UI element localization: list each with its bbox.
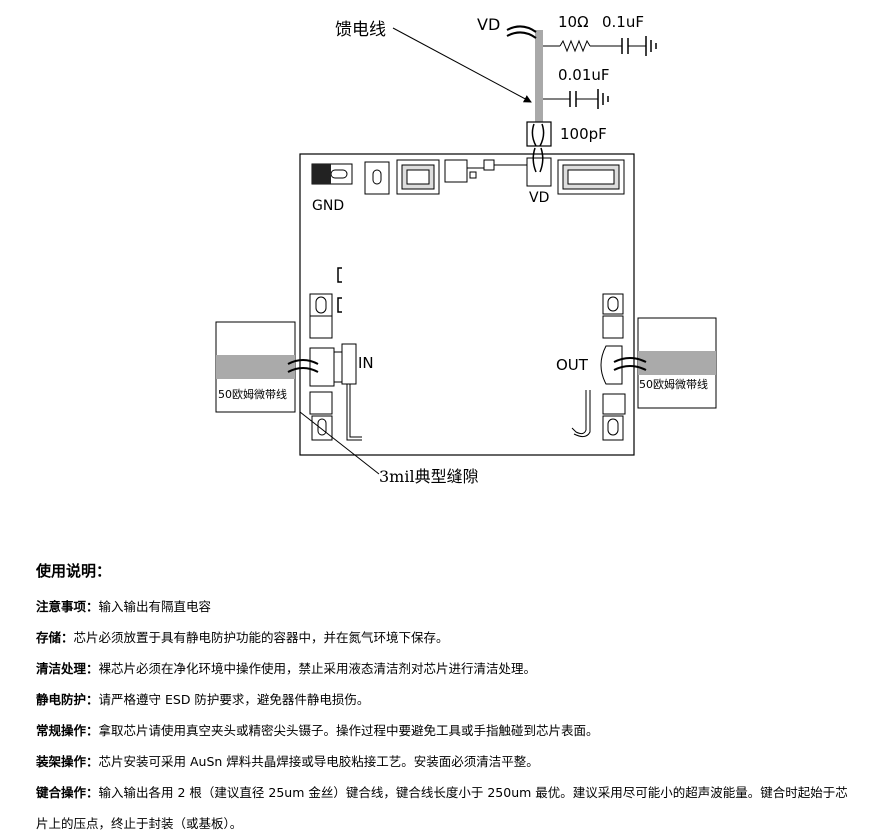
vd-top-wire	[506, 25, 537, 33]
bond-wire-label: 馈电线	[335, 20, 386, 40]
assembly-diagram: 馈电线 VD 10Ω 0.1uF 0.01uF 100pF GND	[215, 13, 717, 486]
res-label: 10Ω	[558, 13, 589, 31]
left-bracket-2	[337, 297, 342, 313]
feed-strip	[535, 30, 543, 122]
out-pad	[600, 345, 623, 385]
note-label: 常规操作：	[36, 723, 99, 738]
in-probe-2	[349, 384, 362, 438]
note-label: 存储：	[36, 630, 74, 645]
in-wire-1	[287, 359, 319, 365]
pad-2-inner	[372, 169, 382, 185]
pad-4-ic	[469, 171, 477, 179]
note-label: 注意事项：	[36, 599, 99, 614]
right-line-label: 50欧姆微带线	[639, 377, 708, 391]
bond-wire-arrow	[392, 27, 532, 103]
in-label: IN	[358, 354, 374, 372]
vd-top-label: VD	[477, 15, 500, 34]
in-probe	[346, 384, 362, 441]
note-item: 装架操作：芯片安装可采用 AuSn 焊料共晶焊接或导电胶粘接工艺。安装面必须清洁…	[36, 746, 856, 777]
vd-pad-wire	[532, 147, 537, 173]
vd-chip-label: VD	[529, 190, 549, 206]
left-line-label: 50欧姆微带线	[218, 387, 287, 401]
note-text: 请严格遵守 ESD 防护要求，避免器件静电损伤。	[98, 692, 370, 707]
left-bracket-1	[337, 267, 342, 283]
right-pad-1-inner	[607, 296, 619, 312]
in-cap	[333, 351, 343, 383]
note-label: 静电防护：	[36, 692, 99, 707]
cap-100pf-label: 100pF	[560, 125, 607, 143]
note-item: 静电防护：请严格遵守 ESD 防护要求，避免器件静电损伤。	[36, 684, 856, 715]
cap-100pf-wire-2	[539, 123, 545, 147]
note-text: 输入输出有隔直电容	[98, 599, 212, 614]
pad-4	[444, 159, 468, 183]
note-text: 输入输出各用 2 根（建议直径 25um 金丝）键合线，键合线长度小于 250u…	[36, 785, 848, 831]
in-pad	[309, 347, 335, 387]
right-pad-4-inner	[607, 418, 619, 436]
vd-pad-wire-2	[539, 147, 544, 173]
note-item: 注意事项：输入输出有隔直电容	[36, 591, 856, 622]
note-text: 芯片安装可采用 AuSn 焊料共晶焊接或导电胶粘接工艺。安装面必须清洁平整。	[98, 754, 539, 769]
vd-pad	[526, 157, 552, 187]
chip-body	[299, 153, 635, 456]
cap-001-label: 0.01uF	[558, 66, 610, 84]
in-wire-2	[287, 367, 319, 373]
out-wire-2	[613, 365, 647, 371]
left-pad-1-inner	[315, 296, 327, 314]
pad-3-core	[406, 169, 430, 185]
note-item: 存储：芯片必须放置于具有静电防护功能的容器中，并在氮气环境下保存。	[36, 622, 856, 653]
note-item: 键合操作：输入输出各用 2 根（建议直径 25um 金丝）键合线，键合线长度小于…	[36, 777, 856, 839]
out-wire-1	[613, 357, 647, 363]
resistor-symbol	[559, 39, 591, 53]
pad-6-core	[567, 169, 615, 185]
note-text: 芯片必须放置于具有静电防护功能的容器中，并在氮气环境下保存。	[73, 630, 449, 645]
pad-4-cap	[483, 159, 495, 171]
note-item: 常规操作：拿取芯片请使用真空夹头或精密尖头镊子。操作过程中要避免工具或手指触碰到…	[36, 715, 856, 746]
out-label: OUT	[556, 356, 589, 374]
note-text: 拿取芯片请使用真空夹头或精密尖头镊子。操作过程中要避免工具或手指触碰到芯片表面。	[98, 723, 599, 738]
gap-label: 3mil典型缝隙	[379, 467, 479, 486]
gnd-label: GND	[312, 198, 344, 214]
cap-01-label: 0.1uF	[602, 13, 644, 31]
note-item: 清洁处理：裸芯片必须在净化环境中操作使用，禁止采用液态清洁剂对芯片进行清洁处理。	[36, 653, 856, 684]
note-text: 裸芯片必须在净化环境中操作使用，禁止采用液态清洁剂对芯片进行清洁处理。	[98, 661, 537, 676]
note-label: 清洁处理：	[36, 661, 99, 676]
right-hook-2	[573, 390, 591, 438]
right-pad-2	[602, 315, 624, 339]
gnd-pad-inner	[330, 169, 348, 179]
vd-top-wire-2	[506, 31, 537, 39]
right-pad-3	[602, 393, 626, 415]
right-microstrip	[638, 351, 716, 375]
left-pad-2	[309, 315, 333, 339]
note-label: 装架操作：	[36, 754, 99, 769]
usage-notes: 使用说明： 注意事项：输入输出有隔直电容 存储：芯片必须放置于具有静电防护功能的…	[36, 560, 856, 839]
gap-arrow	[299, 411, 380, 475]
gnd-pad-fill	[312, 164, 331, 184]
left-pad-3	[309, 391, 333, 415]
cap-100pf-wire	[531, 123, 537, 147]
right-hook	[571, 390, 587, 435]
cap-100pf-block	[526, 121, 552, 147]
note-label: 键合操作：	[36, 785, 99, 800]
in-stub	[341, 343, 357, 385]
notes-title: 使用说明：	[36, 562, 112, 580]
left-microstrip	[216, 355, 295, 379]
